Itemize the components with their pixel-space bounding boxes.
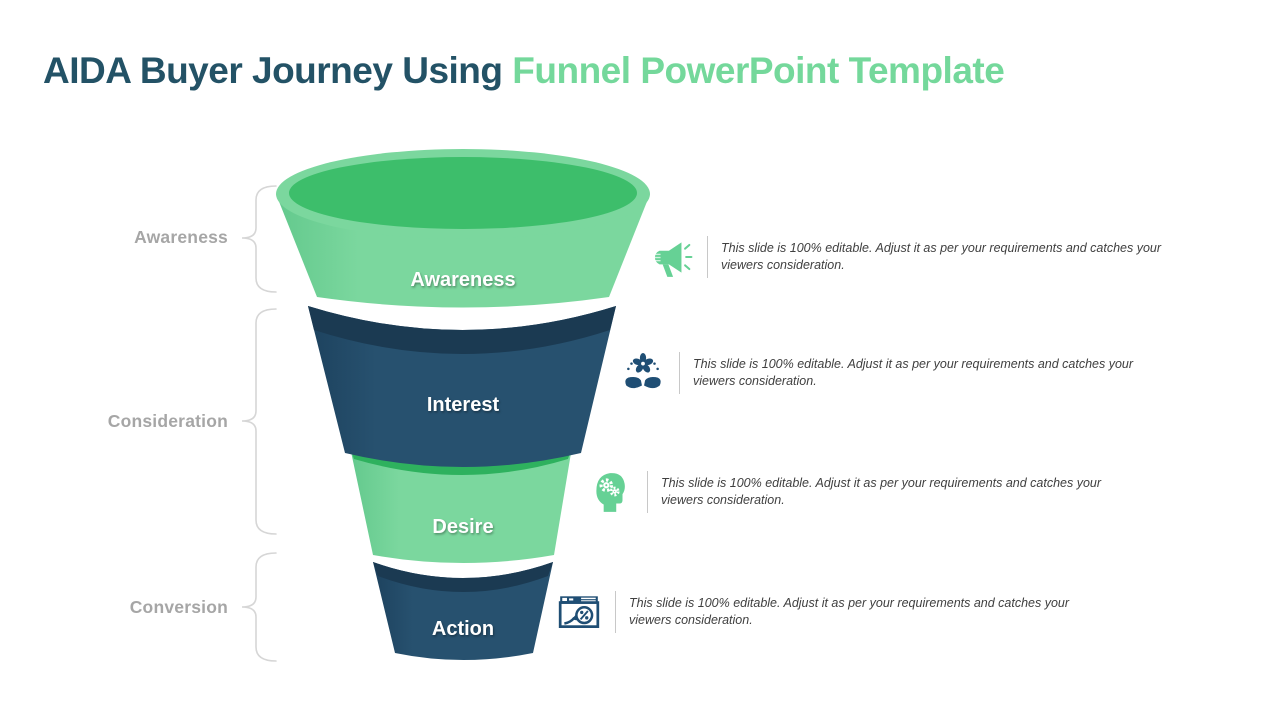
funnel-label-action: Action [431, 618, 495, 640]
brace-awareness [241, 185, 277, 293]
divider [647, 471, 648, 513]
stage-label-awareness: Awareness [134, 227, 228, 247]
annotation-text: This slide is 100% editable. Adjust it a… [721, 241, 1162, 272]
annotation-row-action: This slide is 100% editable. Adjust it a… [556, 582, 1084, 642]
funnel-label-awareness: Awareness [410, 269, 516, 291]
title-part-dark: AIDA Buyer Journey Using [43, 50, 503, 91]
page-title: AIDA Buyer Journey Using Funnel PowerPoi… [43, 50, 1005, 92]
funnel-level-awareness [276, 149, 650, 308]
brace-consideration [241, 308, 277, 535]
annotation-row-awareness: This slide is 100% editable. Adjust it a… [648, 227, 1176, 287]
annotation-text: This slide is 100% editable. Adjust it a… [629, 596, 1070, 627]
funnel-level-desire [350, 447, 572, 563]
divider [679, 352, 680, 394]
title-part-green: Funnel PowerPoint Template [512, 50, 1005, 91]
funnel-label-interest: Interest [426, 394, 500, 416]
head-gears-icon [588, 469, 634, 515]
megaphone-icon [648, 234, 694, 280]
funnel-level-interest [308, 306, 616, 467]
hands-care-icon [620, 350, 666, 396]
conversion-chart-icon [556, 589, 602, 635]
divider [615, 591, 616, 633]
stage-label-consideration: Consideration [107, 411, 228, 431]
annotation-row-desire: This slide is 100% editable. Adjust it a… [588, 462, 1116, 522]
funnel-label-desire: Desire [432, 516, 494, 538]
annotation-text: This slide is 100% editable. Adjust it a… [693, 357, 1134, 388]
annotation-row-interest: This slide is 100% editable. Adjust it a… [620, 343, 1148, 403]
funnel-level-action [373, 562, 553, 660]
annotation-text: This slide is 100% editable. Adjust it a… [661, 476, 1102, 507]
brace-conversion [241, 552, 277, 662]
divider [707, 236, 708, 278]
stage-label-conversion: Conversion [129, 597, 228, 617]
